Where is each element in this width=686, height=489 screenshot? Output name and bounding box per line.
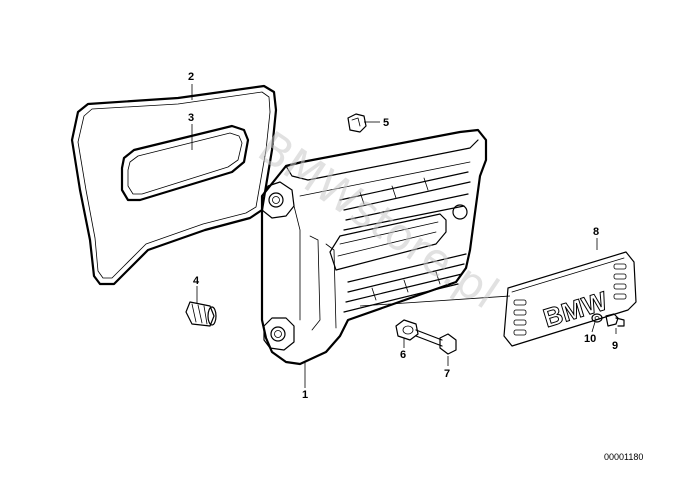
watermark-text: BMWstore.pl [249,122,507,319]
spring-grommet [185,301,217,327]
callout-4: 4 [193,275,200,287]
callout-2: 2 [188,71,194,83]
valve-cover [260,128,488,366]
callout-1: 1 [302,389,308,401]
callout-7: 7 [444,368,450,380]
rubber-bushing [395,319,419,341]
document-number: 00001180 [604,452,643,462]
rubber-cap [347,113,367,133]
callout-3: 3 [188,112,194,124]
callout-6: 6 [400,349,406,361]
callout-8: 8 [593,226,599,238]
washer [591,313,603,323]
callout-9: 9 [612,340,618,352]
screw [605,313,625,327]
leader-lines [191,84,617,388]
spark-plug-well-gasket [120,124,250,202]
callout-10: 10 [584,333,596,345]
hex-bolt [415,329,457,355]
callout-5: 5 [383,117,389,129]
valve-cover-gasket [70,84,278,286]
